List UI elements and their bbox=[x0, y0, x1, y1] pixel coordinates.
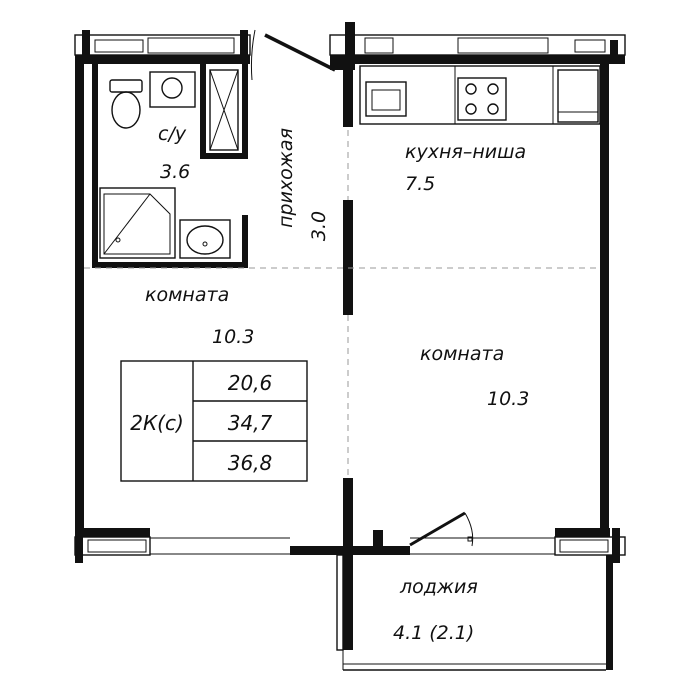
bathroom-walls bbox=[92, 64, 248, 268]
kitchen-area: 7.5 bbox=[405, 173, 435, 195]
total-area-value: 34,7 bbox=[228, 411, 273, 435]
room-left-name: комната bbox=[145, 284, 229, 306]
hallway-name: прихожая bbox=[275, 128, 297, 228]
loggia-walls bbox=[336, 550, 613, 671]
total-with-loggia-value: 36,8 bbox=[228, 451, 273, 475]
kitchen-sink-icon bbox=[365, 81, 407, 117]
apartment-type: 2К(с) bbox=[130, 411, 184, 435]
washbasin-icon bbox=[179, 219, 231, 259]
toilet-icon bbox=[109, 79, 143, 129]
loggia-name: лоджия bbox=[399, 576, 478, 598]
hallway-cabinet-icon bbox=[209, 69, 239, 151]
kitchen-name: кухня–ниша bbox=[405, 141, 526, 163]
loggia-area: 4.1 (2.1) bbox=[393, 622, 474, 644]
bathroom-name: с/у bbox=[158, 123, 187, 145]
sink-icon bbox=[149, 71, 196, 108]
windows bbox=[87, 37, 609, 555]
bathroom-area: 3.6 bbox=[160, 161, 190, 183]
interior-walls bbox=[330, 55, 383, 555]
room-right-area: 10.3 bbox=[487, 388, 529, 410]
room-right-name: комната bbox=[420, 343, 504, 365]
loggia-door bbox=[409, 511, 474, 547]
living-area-value: 20,6 bbox=[228, 371, 273, 395]
kitchen-counter bbox=[359, 65, 601, 125]
shower-tray-icon bbox=[99, 187, 176, 259]
hallway-area: 3.0 bbox=[308, 211, 330, 241]
stove-icon bbox=[457, 77, 507, 121]
room-left-area: 10.3 bbox=[212, 326, 254, 348]
partition-dashes bbox=[84, 130, 600, 478]
fridge-icon bbox=[557, 69, 599, 123]
entrance-door bbox=[250, 29, 336, 81]
summary-table bbox=[120, 360, 308, 482]
